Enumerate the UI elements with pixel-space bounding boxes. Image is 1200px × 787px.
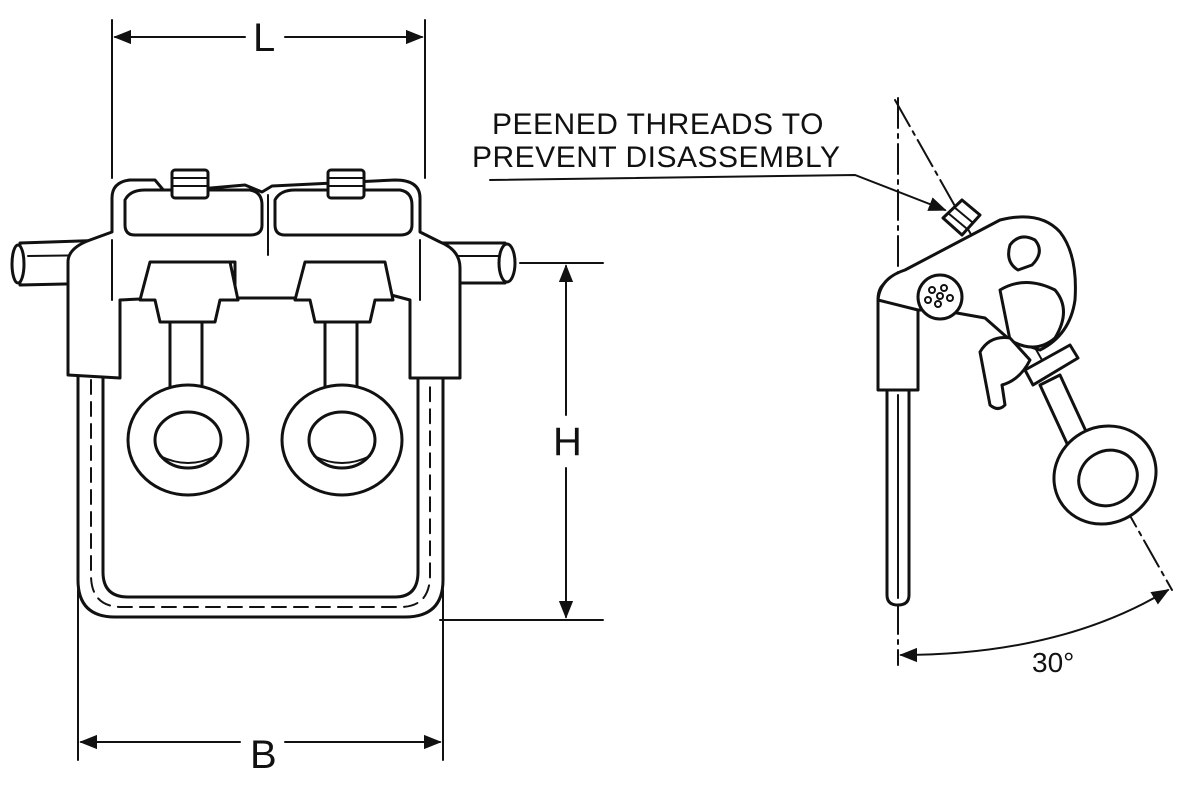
peened-stud (941, 198, 982, 237)
annotation-line-2: PREVENT DISASSEMBLY (472, 141, 841, 174)
right-eye-bolt (280, 168, 404, 497)
dimension-b: B (77, 589, 444, 777)
side-eye-bolt (978, 336, 1158, 526)
u-bolt (76, 373, 445, 619)
side-rod (876, 278, 920, 607)
base-label: B (250, 733, 277, 777)
dimension-l: L (111, 16, 426, 179)
angle-indicator: 30° (899, 589, 1170, 678)
clamp-body (66, 178, 462, 380)
height-label: H (553, 420, 582, 464)
angle-label: 30° (1032, 647, 1074, 678)
annotation-leader (489, 173, 947, 211)
dimension-h: H (439, 262, 604, 621)
front-view: L H B (10, 16, 604, 777)
side-view: PEENED THREADS TO PREVENT DISASSEMBLY (472, 97, 1173, 678)
side-clamp-body (876, 215, 1077, 352)
left-eye-bolt (126, 168, 250, 497)
annotation-line-1: PEENED THREADS TO (492, 108, 824, 141)
length-label: L (253, 16, 275, 60)
